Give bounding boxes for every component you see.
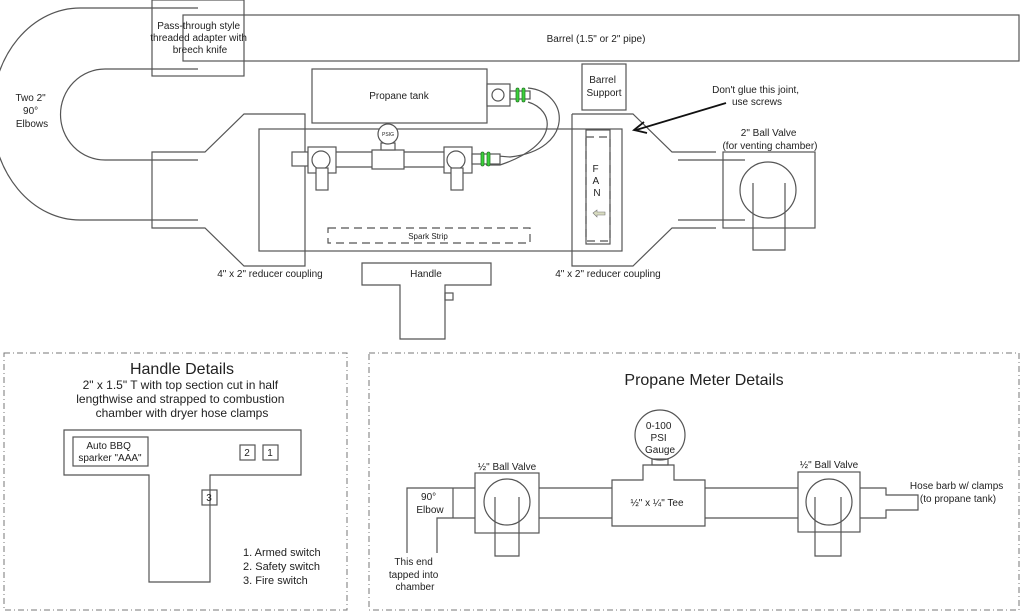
psi-gauge — [634, 409, 686, 461]
elbow-label: 90° Elbow — [416, 492, 444, 516]
meter-hose-barb — [471, 153, 501, 165]
right-ball-valve-knob — [805, 478, 853, 526]
switch-2-number: 2 — [244, 448, 250, 459]
right-ball-valve — [797, 471, 861, 533]
tee-stem — [651, 458, 669, 466]
tank-fitting — [509, 90, 531, 100]
tapped-note: This end tapped into chamber — [389, 557, 441, 593]
hose-clamp — [515, 87, 520, 103]
spark-strip — [327, 227, 531, 244]
propane-tank-label: Propane tank — [369, 91, 429, 102]
arrowhead-icon — [631, 121, 648, 134]
sparker-box — [72, 436, 149, 467]
elbow-inner-curve — [59, 68, 198, 161]
psig-label: PSIG — [382, 132, 394, 138]
switch-3 — [201, 489, 218, 506]
elbows-label: Two 2" 90° Elbows — [15, 93, 48, 130]
handle — [361, 262, 492, 340]
fan-label: F A N — [593, 164, 602, 199]
left-ball-valve-handle — [494, 497, 520, 557]
ball-valve-body — [722, 151, 816, 229]
hose-clamp — [480, 151, 485, 167]
handle-label: Handle — [410, 269, 442, 280]
note-arrow — [635, 102, 727, 131]
elbow-outer-curve — [0, 7, 198, 221]
adapter-box — [151, 0, 245, 77]
hose-clamp — [521, 87, 526, 103]
meter-valve-right-handle — [450, 167, 464, 191]
switch-1 — [262, 444, 279, 461]
switch-3-number: 3 — [206, 493, 212, 504]
handle-details-title: Handle Details — [130, 361, 234, 378]
switch-2 — [239, 444, 256, 461]
adapter-label: Pass-through style threaded adapter with… — [150, 21, 250, 56]
switch-legend: 1. Armed switch 2. Safety switch 3. Fire… — [243, 547, 324, 587]
barrel-support — [581, 63, 627, 111]
propane-hose — [485, 87, 560, 158]
tee-label: ½" x ¼" Tee — [630, 497, 683, 509]
spark-strip-label: Spark Strip — [408, 232, 448, 241]
fan-housing — [585, 129, 611, 245]
ball-valve-label: 2" Ball Valve (for venting chamber) — [722, 128, 817, 152]
combustion-chamber — [258, 128, 623, 252]
meter-valve-left-knob — [311, 150, 331, 170]
meter-valve-right-knob — [446, 150, 466, 170]
propane-hose — [486, 101, 548, 166]
reducer-left-label: 4" x 2" reducer coupling — [217, 269, 323, 280]
right-reducer-coupling — [571, 113, 716, 267]
psig-gauge — [377, 123, 399, 145]
propane-meter-panel — [368, 352, 1020, 611]
ball-valve-handle — [752, 183, 786, 251]
barrel-label: Barrel (1.5" or 2" pipe) — [547, 34, 646, 45]
glue-note: Don't glue this joint, use screws — [712, 85, 802, 108]
ball-valve-knob — [739, 161, 797, 219]
handle-details-panel — [3, 352, 348, 611]
hose-barb — [860, 487, 919, 519]
meter-detail-elbow — [406, 487, 475, 553]
meter-tee — [371, 149, 405, 170]
hose-barb-label: Hose barb w/ clamps (to propane tank) — [910, 481, 1006, 505]
left-ball-valve-knob — [483, 478, 531, 526]
meter-valve-left-handle — [315, 167, 329, 191]
propane-tank — [311, 68, 488, 124]
handle-switch — [444, 292, 454, 301]
left-valve-label: ½" Ball Valve — [478, 462, 537, 473]
airflow-arrow-icon — [592, 209, 606, 218]
meter-elbow — [291, 151, 309, 167]
left-ball-valve — [474, 472, 540, 534]
propane-meter-title: Propane Meter Details — [624, 372, 783, 389]
sparker-label: Auto BBQ sparker "AAA" — [78, 441, 142, 464]
reducer-right-label: 4" x 2" reducer coupling — [555, 269, 661, 280]
hose-clamp — [486, 151, 491, 167]
left-reducer-coupling — [151, 113, 306, 267]
handle-detail-shape — [63, 429, 302, 583]
right-valve-label: ½" Ball Valve — [800, 460, 859, 471]
meter-tee-detail — [611, 464, 706, 527]
switch-1-number: 1 — [267, 448, 273, 459]
tank-valve-knob — [491, 88, 505, 102]
handle-details-description: 2" x 1.5" T with top section cut in half… — [76, 378, 287, 420]
right-ball-valve-handle — [814, 497, 842, 557]
barrel — [182, 14, 1020, 62]
barrel-support-label: Barrel Support — [586, 75, 621, 99]
psi-gauge-label: 0-100 PSI Gauge — [645, 421, 675, 456]
